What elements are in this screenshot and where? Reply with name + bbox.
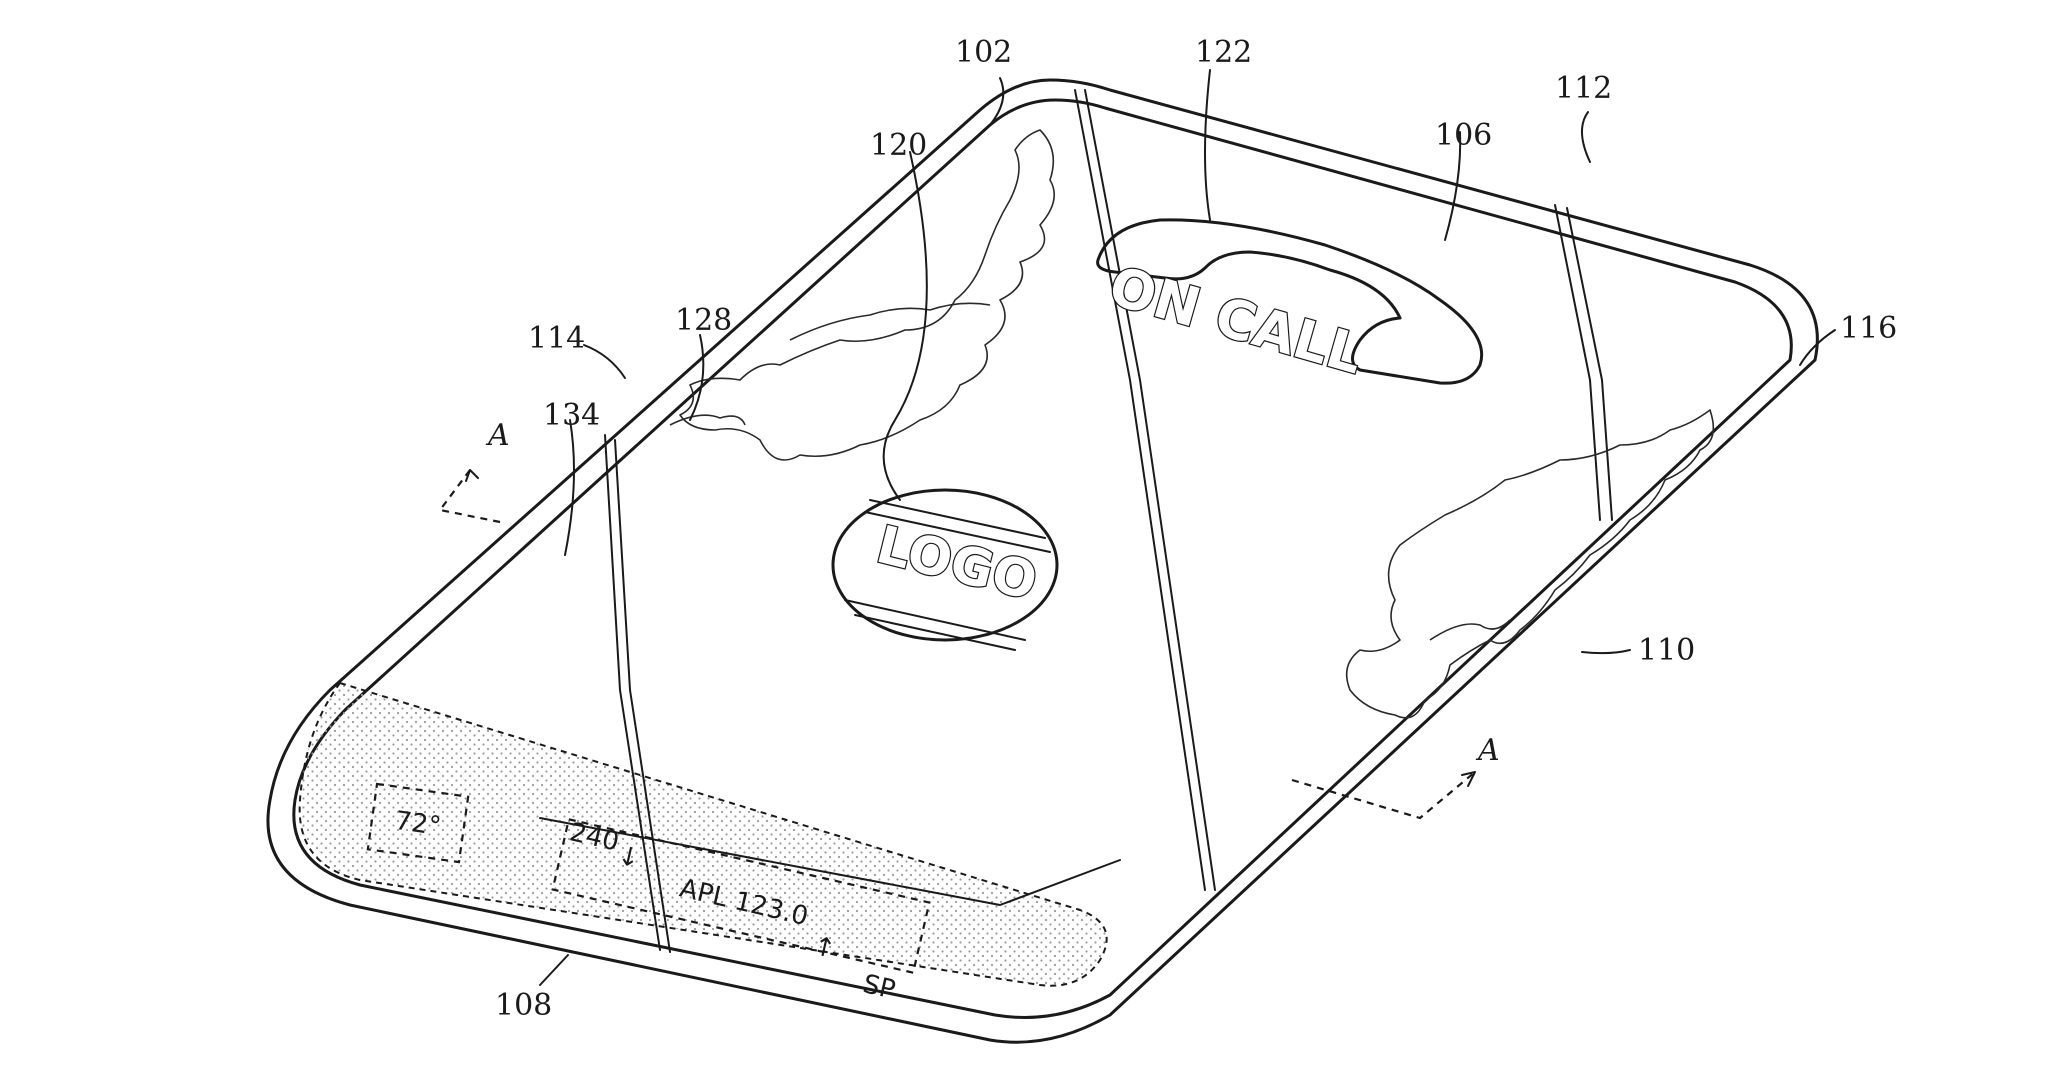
ticker-index: SP [860, 969, 898, 1005]
ref-112: 112 [1555, 71, 1612, 106]
screen-edge-front [604, 434, 661, 951]
leader-110 [1581, 649, 1631, 655]
logo-stripe-bottom-2 [854, 614, 1016, 651]
lower-glass-edge [539, 817, 1121, 906]
temperature-box [366, 782, 470, 864]
section-mark-upper: A [485, 418, 510, 453]
section-arrow-lower [1461, 771, 1476, 787]
call-status-text: ON CALL [1102, 254, 1369, 386]
logo-ellipse [831, 488, 1059, 642]
screen-edge-right [1554, 204, 1601, 521]
leader-134 [564, 419, 575, 556]
phone-handset-icon [1096, 218, 1484, 385]
leader-120 [882, 151, 928, 501]
ref-122: 122 [1195, 35, 1252, 70]
logo-stripe-bottom [844, 599, 1026, 641]
ref-116: 116 [1840, 311, 1897, 346]
logo-stripe-top [869, 499, 1046, 539]
logo-text: LOGO [871, 515, 1043, 612]
ref-120: 120 [870, 128, 927, 163]
leader-116 [1799, 329, 1836, 366]
leader-108 [539, 954, 569, 986]
section-line-upper [438, 469, 501, 524]
section-mark-lower: A [1475, 733, 1500, 768]
map-graphic-ridge [789, 302, 991, 341]
leader-112 [1581, 111, 1591, 163]
leader-122 [1204, 69, 1211, 221]
screen-edge-front-2 [614, 439, 671, 953]
ref-114: 114 [528, 321, 585, 356]
leader-106 [1444, 131, 1462, 241]
logo-stripe-top-2 [864, 511, 1051, 553]
ticker-box [551, 817, 931, 975]
section-line-lower [1291, 771, 1476, 820]
screen-edge-left [1074, 89, 1206, 891]
ref-108: 108 [495, 988, 552, 1023]
ref-134: 134 [543, 398, 600, 433]
ref-106: 106 [1435, 118, 1492, 153]
screen-edge-left-2 [1084, 89, 1216, 891]
temperature-text: 72° [393, 806, 443, 842]
leader-102 [989, 77, 1005, 126]
ref-110: 110 [1638, 633, 1695, 668]
screen-edge-right-2 [1566, 207, 1613, 521]
map-graphic-inlet [669, 414, 746, 426]
map-graphic-right-inner [1429, 619, 1511, 641]
ref-102: 102 [955, 35, 1012, 70]
section-arrow-upper [465, 469, 479, 482]
map-graphic-left [679, 129, 1056, 461]
map-graphic-right [1345, 409, 1715, 719]
device-housing-outer [266, 78, 1819, 1044]
leader-114 [583, 344, 626, 379]
ref-128: 128 [675, 303, 732, 338]
leader-128 [689, 334, 705, 421]
bottom-display-band [298, 681, 1108, 987]
